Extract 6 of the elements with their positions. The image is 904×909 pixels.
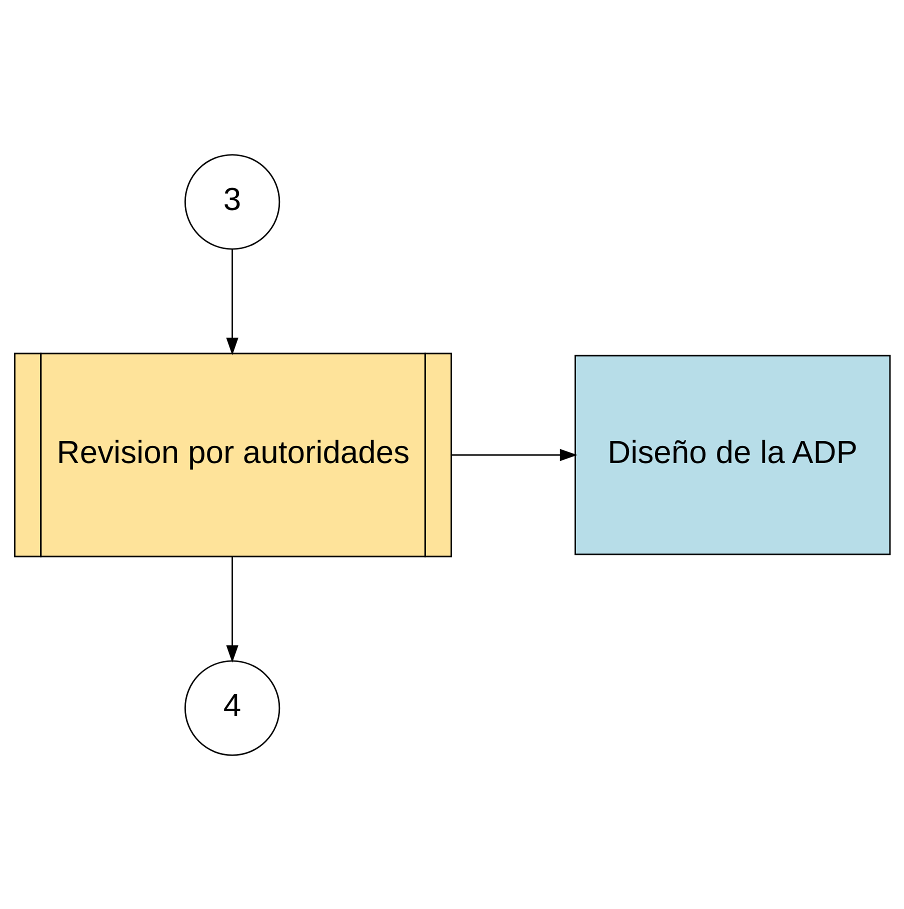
arrow [226, 556, 238, 662]
node-box: Diseño de la ADP [574, 354, 891, 555]
arrow [226, 248, 238, 355]
node-circle: 4 [184, 660, 280, 756]
arrow [450, 448, 578, 461]
node-circle: 3 [184, 154, 280, 250]
